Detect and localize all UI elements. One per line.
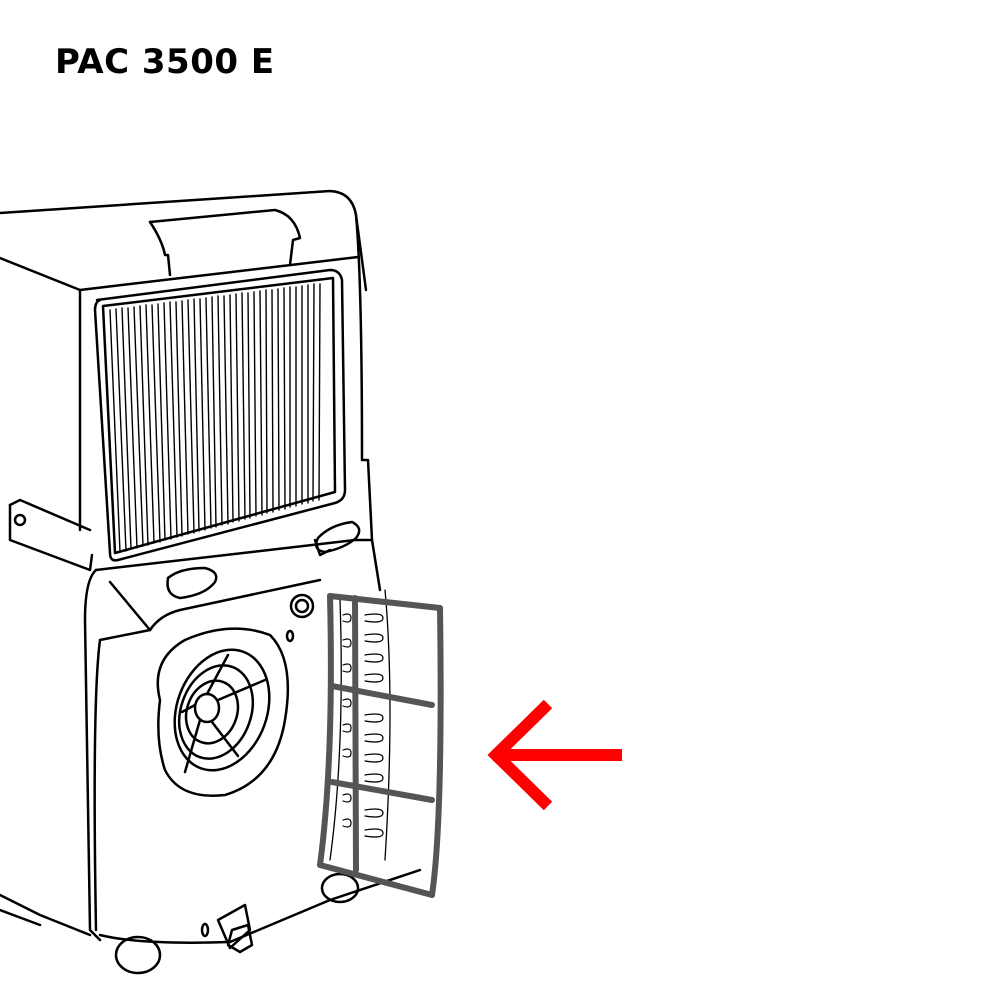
filter-mesh [342,613,384,838]
upper-grille [93,268,361,600]
fan-grille [156,593,315,797]
air-filter [317,589,444,898]
product-title: PAC 3500 E [55,42,275,82]
insert-arrow-icon [487,699,622,811]
unit-body [0,189,422,975]
